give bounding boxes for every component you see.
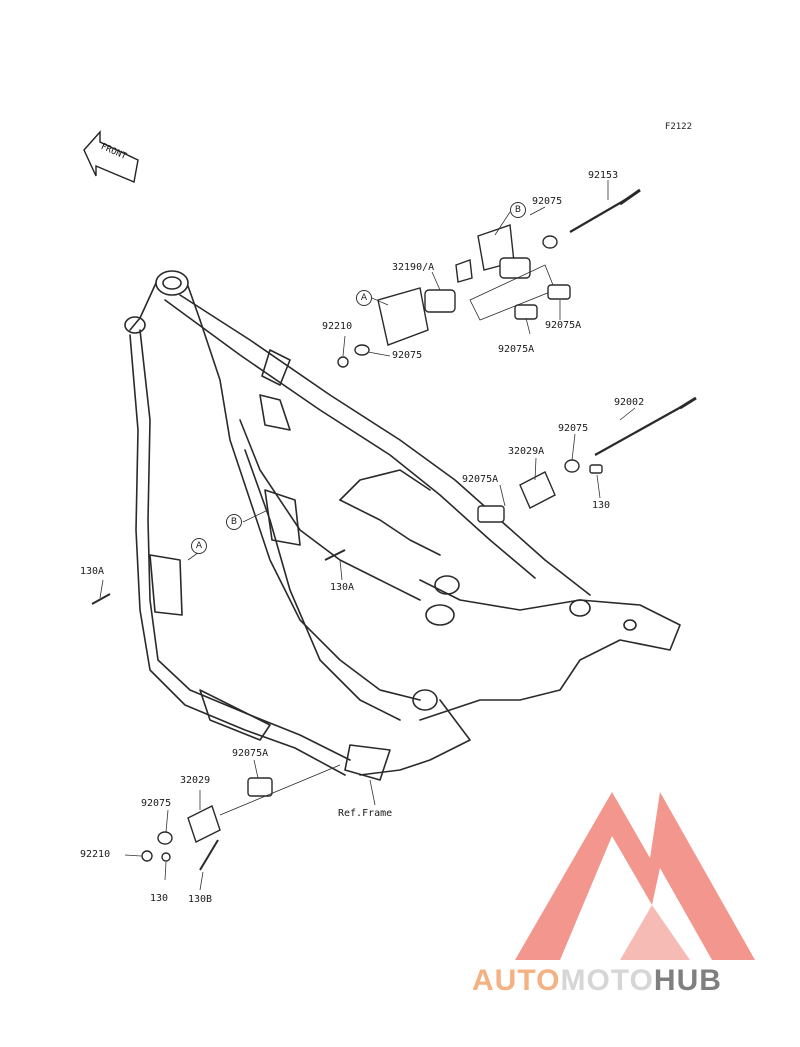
part-label: 92075A <box>462 474 499 485</box>
watermark-text-hub: HUB <box>653 964 722 997</box>
part-label: 32029A <box>508 446 545 457</box>
part-label: 92075 <box>532 196 563 207</box>
part-label: 92075A <box>232 748 269 759</box>
part-label: 32190/A <box>392 262 435 273</box>
mount-bolts <box>91 549 346 605</box>
callout-b: B <box>226 514 242 530</box>
part-label: 92075A <box>498 344 535 355</box>
lower-mount-assembly <box>141 764 341 871</box>
part-label: 130A <box>330 582 355 593</box>
part-label: 92075 <box>141 798 172 809</box>
part-label: 92210 <box>80 849 111 860</box>
part-label: 92210 <box>322 321 353 332</box>
upper-mount-assembly <box>337 188 641 368</box>
watermark-text-moto: MOTO <box>560 964 654 997</box>
callout-b: B <box>510 202 526 218</box>
ref-frame-label: Ref.Frame <box>338 808 393 819</box>
figure-code: F2122 <box>664 122 692 132</box>
part-label: 92153 <box>588 170 619 181</box>
part-label: 130 <box>592 500 611 511</box>
watermark-text-auto: AUTO <box>472 964 561 997</box>
callout-a: A <box>356 290 372 306</box>
part-label: 130B <box>188 894 213 905</box>
part-label: 92075A <box>545 320 582 331</box>
watermark-triangle-icon <box>515 792 755 960</box>
part-label: 32029 <box>180 775 211 786</box>
part-label: 92075 <box>392 350 423 361</box>
part-label: 92002 <box>614 397 645 408</box>
part-label: 92075 <box>558 423 589 434</box>
part-label: 130 <box>150 893 169 904</box>
part-label: 130A <box>80 566 105 577</box>
watermark-logo: AUTOMOTOHUB <box>472 964 722 998</box>
callout-a: A <box>191 538 207 554</box>
front-arrow-icon <box>83 130 139 183</box>
motorcycle-frame <box>124 270 681 781</box>
rear-mount-assembly <box>477 396 697 523</box>
